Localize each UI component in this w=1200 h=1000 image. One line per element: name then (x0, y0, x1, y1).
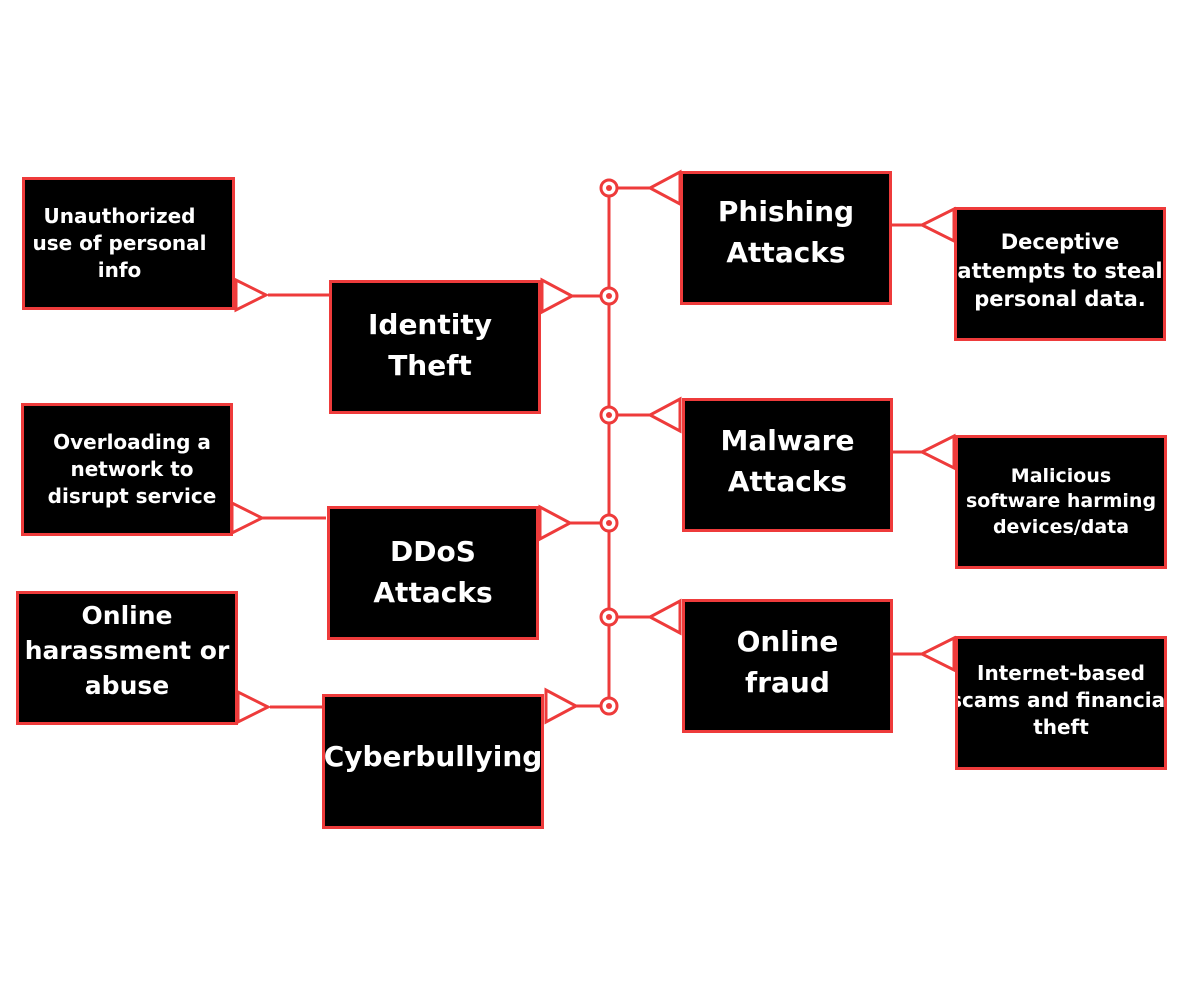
ddos-attacks-node: DDoS Attacks (327, 506, 539, 640)
arrow-fraud-desc (918, 635, 956, 673)
arrow-phishing-desc (918, 206, 956, 244)
arrow-cyber-desc (236, 689, 272, 725)
ddos-description: Overloading a network to disrupt service (21, 403, 233, 536)
online-fraud-node: Online fraud (682, 599, 893, 733)
arrow-malware (646, 396, 682, 434)
arrow-ddos-attacks (538, 504, 574, 542)
arrow-malware-desc (918, 433, 956, 471)
cyberbullying-node: Cyberbullying (322, 694, 544, 829)
identity-theft-description: Unauthorized use of personal info (22, 177, 235, 310)
malware-description: Malicious software harming devices/data (955, 435, 1167, 569)
identity-theft-node: Identity Theft (329, 280, 541, 414)
cyberbullying-description: Online harassment or abuse (16, 591, 238, 725)
phishing-description: Deceptive attempts to steal personal dat… (954, 207, 1166, 341)
phishing-attacks-node: Phishing Attacks (680, 171, 892, 305)
online-fraud-description: Internet-based scams and financial theft (955, 636, 1167, 770)
arrow-identity-desc (234, 277, 270, 313)
malware-attacks-node: Malware Attacks (682, 398, 893, 532)
arrow-phishing (646, 169, 682, 207)
arrow-cyberbullying (544, 687, 580, 725)
arrow-fraud (646, 598, 682, 636)
arrow-ddos-desc (230, 500, 266, 536)
arrow-identity-theft (540, 277, 576, 315)
